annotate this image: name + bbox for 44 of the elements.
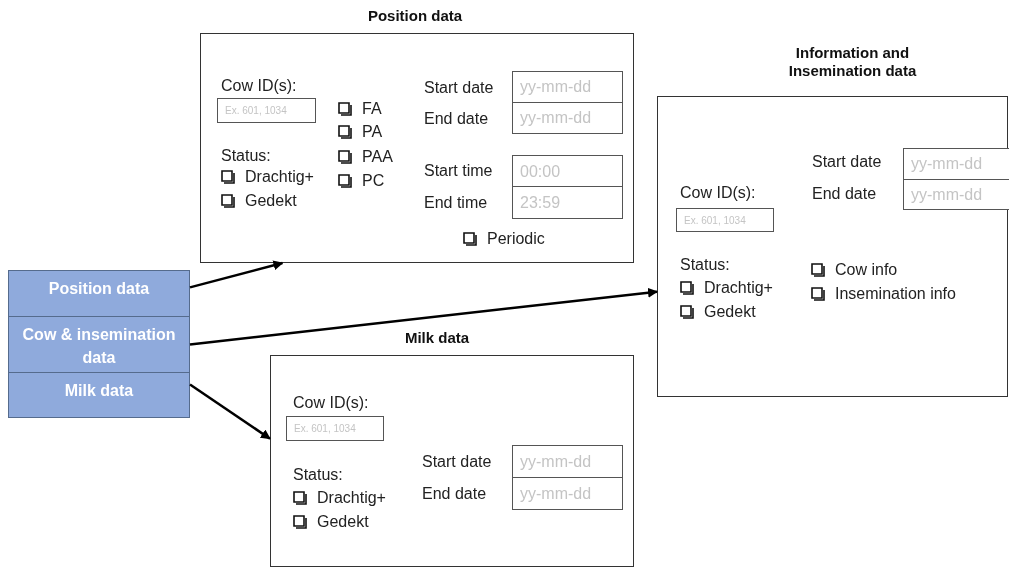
field-label: End date [812,184,877,204]
checkbox-label: PA [362,122,383,142]
field-label: Status: [680,255,730,275]
checkbox-label: Drachtig+ [245,167,314,187]
input-field: yy-mm-dd [512,477,623,510]
menu-item: Milk data [8,372,190,418]
menu-item: Position data [8,270,190,317]
checkbox-label: Gedekt [245,191,297,211]
input-field: 00:00 [512,155,623,188]
checkbox-label: Cow info [835,260,898,280]
field-label: Start date [424,78,494,98]
input-field: yy-mm-dd [903,148,1009,180]
field-label: End date [422,484,487,504]
input-field: 23:59 [512,186,623,219]
field-label: Status: [293,465,343,485]
menu-item: Cow & insemination data [8,316,190,373]
input-field: yy-mm-dd [512,102,623,134]
field-label: Status: [221,146,271,166]
checkbox-label: Gedekt [704,302,756,322]
checkbox-label: Insemination info [835,284,956,304]
arrow [189,260,284,289]
arrow [189,383,271,440]
panel-heading: Position data [366,7,464,25]
checkbox-label: PC [362,171,385,191]
checkbox-label: Gedekt [317,512,369,532]
field-label: Cow ID(s): [680,183,756,203]
panel-heading: Milk data [403,329,471,347]
field-label: Start date [422,452,492,472]
arrow [189,287,658,346]
input-field: yy-mm-dd [512,71,623,103]
input-field: yy-mm-dd [512,445,623,478]
checkbox-label: Drachtig+ [704,278,773,298]
checkbox-label: Drachtig+ [317,488,386,508]
field-label: Cow ID(s): [221,76,297,96]
checkbox-label: FA [362,99,382,119]
field-label: End time [424,193,488,213]
panel-heading: Information and Insemination data [787,44,918,80]
field-label: End date [424,109,489,129]
checkbox-label: PAA [362,147,393,167]
field-label: Start date [812,152,882,172]
field-label: Cow ID(s): [293,393,369,413]
field-label: Start time [424,161,493,181]
input-field: yy-mm-dd [903,179,1009,210]
checkbox-label: Periodic [487,229,545,249]
